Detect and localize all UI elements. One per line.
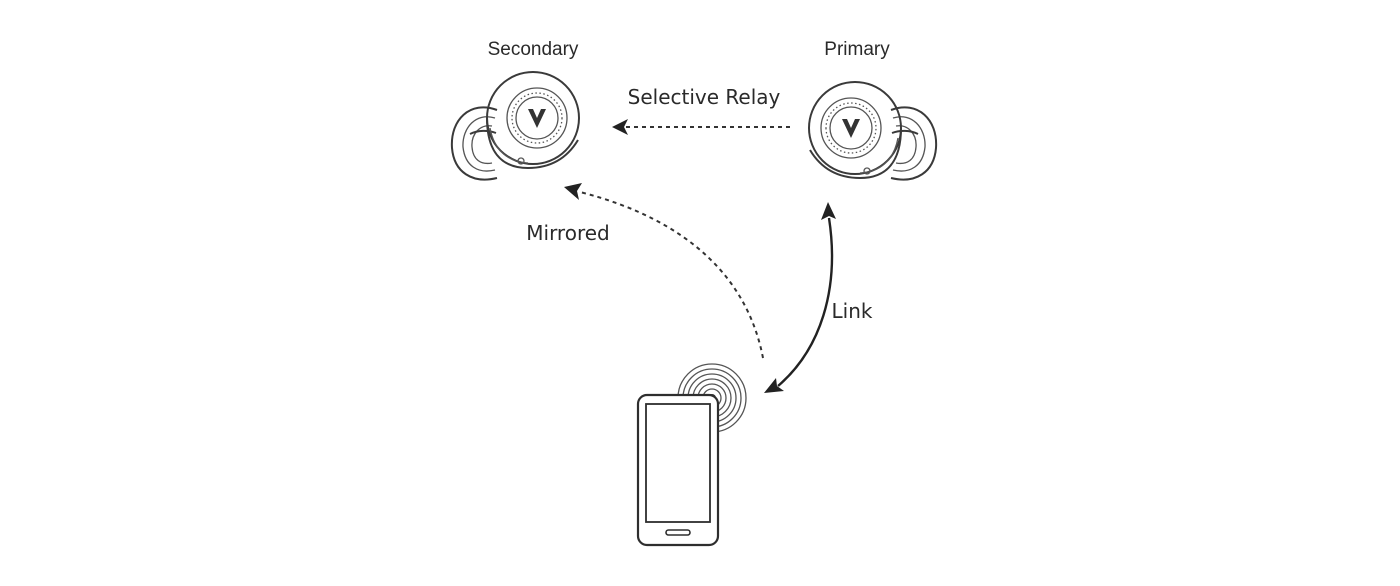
selective-relay-label: Selective Relay [628,85,781,109]
primary-earbud-icon [808,81,938,181]
smartphone-icon [636,393,720,547]
selective-relay-arrow [612,119,790,135]
primary-logo-icon [842,119,860,138]
link-label: Link [832,299,873,323]
secondary-label: Secondary [488,39,579,60]
mirrored-arrow [564,183,764,359]
link-arrow [764,202,836,393]
primary-label: Primary [824,39,890,60]
mirrored-label: Mirrored [526,221,610,245]
secondary-earbud-icon [450,71,580,181]
